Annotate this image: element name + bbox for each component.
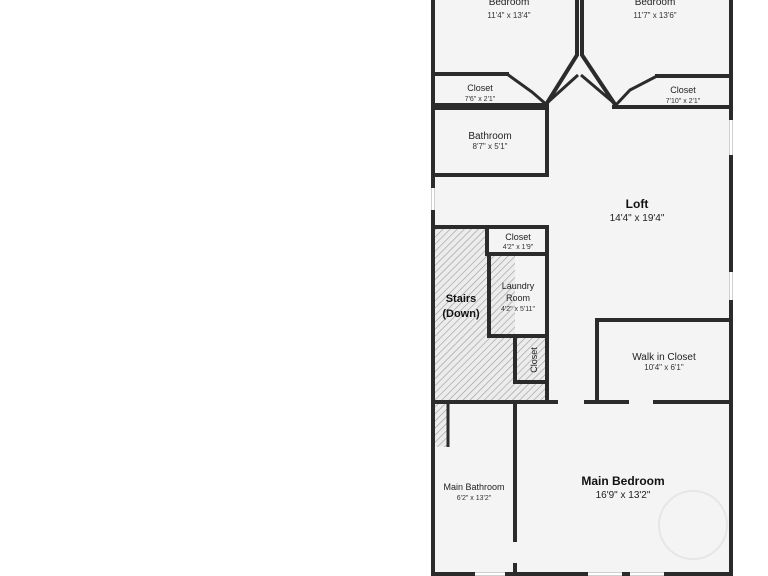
laundry-name-line2: Room: [506, 293, 530, 303]
closet-left-name: Closet: [467, 83, 493, 93]
closet-right-dims: 7'10" x 2'1": [666, 98, 701, 105]
closet-small-dims: 4'2" x 1'9": [503, 244, 534, 251]
bedroom-left-dims: 11'4" x 13'4": [487, 11, 530, 20]
stairs-hatch: [435, 229, 548, 401]
main-bedroom-name: Main Bedroom: [581, 474, 664, 488]
watermark-circle: [658, 490, 728, 560]
laundry-dims: 4'2" x 5'11": [501, 306, 535, 313]
walk-in-closet-name: Walk in Closet: [632, 352, 696, 363]
walk-in-closet-dims: 10'4" x 6'1": [644, 363, 684, 372]
main-bathroom-hatch: [435, 404, 448, 447]
center-walls: [433, 225, 549, 403]
main-bathroom-name: Main Bathroom: [443, 482, 504, 492]
bedroom-walls: [544, 0, 617, 106]
laundry-name-line1: Laundry: [502, 281, 535, 291]
main-bathroom-dims: 6'2" x 13'2": [457, 495, 492, 502]
bedroom-right-name: Bedroom: [635, 0, 676, 8]
stairs-bottom-hatch: [517, 383, 547, 401]
bathroom-walls: [431, 106, 549, 177]
walk-in-closet-walls: [595, 318, 733, 404]
closet-small-name: Closet: [505, 232, 531, 242]
stairs-name-line1: Stairs: [446, 293, 477, 305]
bedroom-left-name: Bedroom: [489, 0, 530, 8]
closet-walls: [431, 72, 733, 109]
bathroom-dims: 8'7" x 5'1": [473, 142, 508, 151]
lower-walls: [431, 400, 733, 576]
loft-dims: 14'4" x 19'4": [610, 213, 665, 224]
closet-right-name: Closet: [670, 85, 696, 95]
loft-name: Loft: [626, 197, 649, 211]
stairs-name-line2: (Down): [442, 308, 480, 320]
closet-vertical-name: Closet: [529, 347, 539, 373]
windows: [431, 120, 733, 576]
bedroom-right-dims: 11'7" x 13'6": [633, 11, 676, 20]
bathroom-name: Bathroom: [468, 131, 511, 142]
closet-left-dims: 7'6" x 2'1": [465, 96, 496, 103]
main-bedroom-dims: 16'9" x 13'2": [596, 490, 651, 501]
